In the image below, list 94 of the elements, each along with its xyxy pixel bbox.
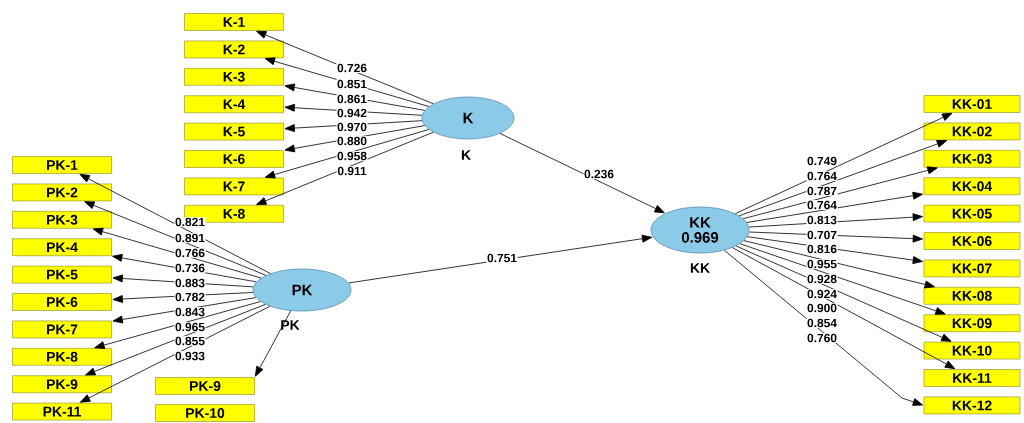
edge-label: 0.965 (174, 322, 206, 332)
edge-label: 0.782 (174, 292, 206, 302)
indicator-box: PK-4 (12, 238, 112, 256)
indicator-box: PK-9 (12, 375, 112, 393)
edge-label: 0.236 (583, 169, 615, 179)
arrow (724, 249, 923, 406)
indicator-box: PK-9 (155, 377, 255, 395)
edge-label: 0.924 (806, 289, 838, 299)
edge-label: 0.958 (336, 151, 368, 161)
loading-value: 0.928 (806, 274, 838, 284)
arrow (94, 301, 261, 349)
indicator-box: K-2 (184, 40, 284, 59)
indicator-box: K-6 (184, 150, 284, 168)
node-caption: KK (690, 263, 710, 273)
indicator-box: KK-02 (923, 122, 1021, 141)
ellipse-node: KK 0.969 (650, 206, 750, 254)
arrow (254, 310, 292, 377)
indicator-box: KK-04 (923, 177, 1021, 195)
indicator-box: K-4 (184, 95, 284, 113)
edge-label: 0.816 (806, 244, 838, 254)
indicator-box: PK-3 (12, 211, 112, 229)
node-caption: K (461, 150, 471, 160)
arrow (734, 112, 953, 215)
arrow (738, 140, 948, 217)
indicator-box: KK-12 (923, 396, 1021, 415)
arrow (79, 173, 271, 274)
indicator-box: KK-05 (923, 204, 1021, 223)
indicator-box: PK-2 (12, 183, 112, 202)
edge-label: 0.760 (806, 333, 838, 343)
edge-label: 0.970 (336, 122, 368, 132)
edge-label: 0.766 (174, 248, 206, 258)
indicator-box: KK-11 (923, 369, 1021, 387)
indicator-box: PK-10 (155, 404, 255, 422)
indicator-box: KK-06 (923, 232, 1021, 250)
arrow (84, 201, 267, 276)
indicator-box: KK-07 (923, 259, 1021, 278)
edge-label: 0.764 (806, 200, 838, 210)
edge-label: 0.851 (336, 79, 368, 89)
node-caption: PK (281, 320, 300, 330)
arrow (264, 129, 430, 179)
indicator-box: PK-5 (12, 265, 112, 284)
arrow (112, 297, 257, 324)
indicator-box: PK-11 (12, 402, 112, 421)
indicator-box: K-1 (184, 13, 284, 31)
arrow (739, 243, 946, 315)
arrow (256, 131, 434, 205)
arrow (284, 125, 426, 153)
edge-label: 0.933 (174, 351, 206, 361)
indicator-box: PK-7 (12, 320, 112, 339)
edge-label: 0.813 (806, 215, 838, 225)
edge-label: 0.821 (174, 217, 206, 227)
indicator-box: K-3 (184, 68, 284, 86)
indicator-box: PK-8 (12, 348, 112, 366)
edge-label: 0.855 (174, 336, 206, 346)
edge-label: 0.843 (174, 307, 206, 317)
arrow (499, 133, 665, 214)
edge-label: 0.880 (336, 136, 368, 146)
ellipse-node: PK (252, 268, 352, 312)
edge-label: 0.751 (486, 253, 518, 263)
edge-label: 0.736 (174, 263, 206, 273)
edge-label: 0.900 (806, 303, 838, 313)
arrow (732, 247, 956, 370)
edge-label: 0.891 (174, 233, 206, 243)
ellipse-node: K (421, 96, 515, 140)
indicator-box: KK-03 (923, 150, 1021, 168)
indicator-box: K-7 (184, 177, 284, 196)
arrow (746, 191, 923, 223)
arrow (742, 166, 938, 220)
indicator-box: KK-08 (923, 287, 1021, 305)
edge-label: 0.883 (174, 278, 206, 288)
edge-label: 0.749 (806, 156, 838, 166)
indicator-box: K-5 (184, 122, 284, 141)
arrow (735, 245, 952, 342)
edge-label: 0.911 (336, 166, 368, 176)
arrow (256, 30, 434, 105)
arrow (80, 305, 271, 403)
arrow (92, 227, 262, 279)
edge-label: 0.764 (806, 171, 838, 181)
indicator-box: KK-09 (923, 314, 1021, 332)
arrow (85, 303, 266, 376)
indicator-box: KK-10 (923, 341, 1021, 360)
edge-label: 0.861 (336, 94, 368, 104)
edge-label: 0.787 (806, 186, 838, 196)
edge-label: 0.942 (336, 108, 368, 118)
arrow (348, 234, 653, 284)
indicator-box: PK-6 (12, 293, 112, 311)
edge-label: 0.707 (806, 230, 838, 240)
arrow (746, 236, 923, 264)
indicator-box: KK-01 (923, 95, 1021, 113)
arrow (743, 240, 935, 289)
indicator-box: PK-1 (12, 156, 112, 174)
edge-label: 0.726 (336, 63, 368, 73)
edge-label: 0.854 (806, 318, 838, 328)
edge-label: 0.955 (806, 259, 838, 269)
